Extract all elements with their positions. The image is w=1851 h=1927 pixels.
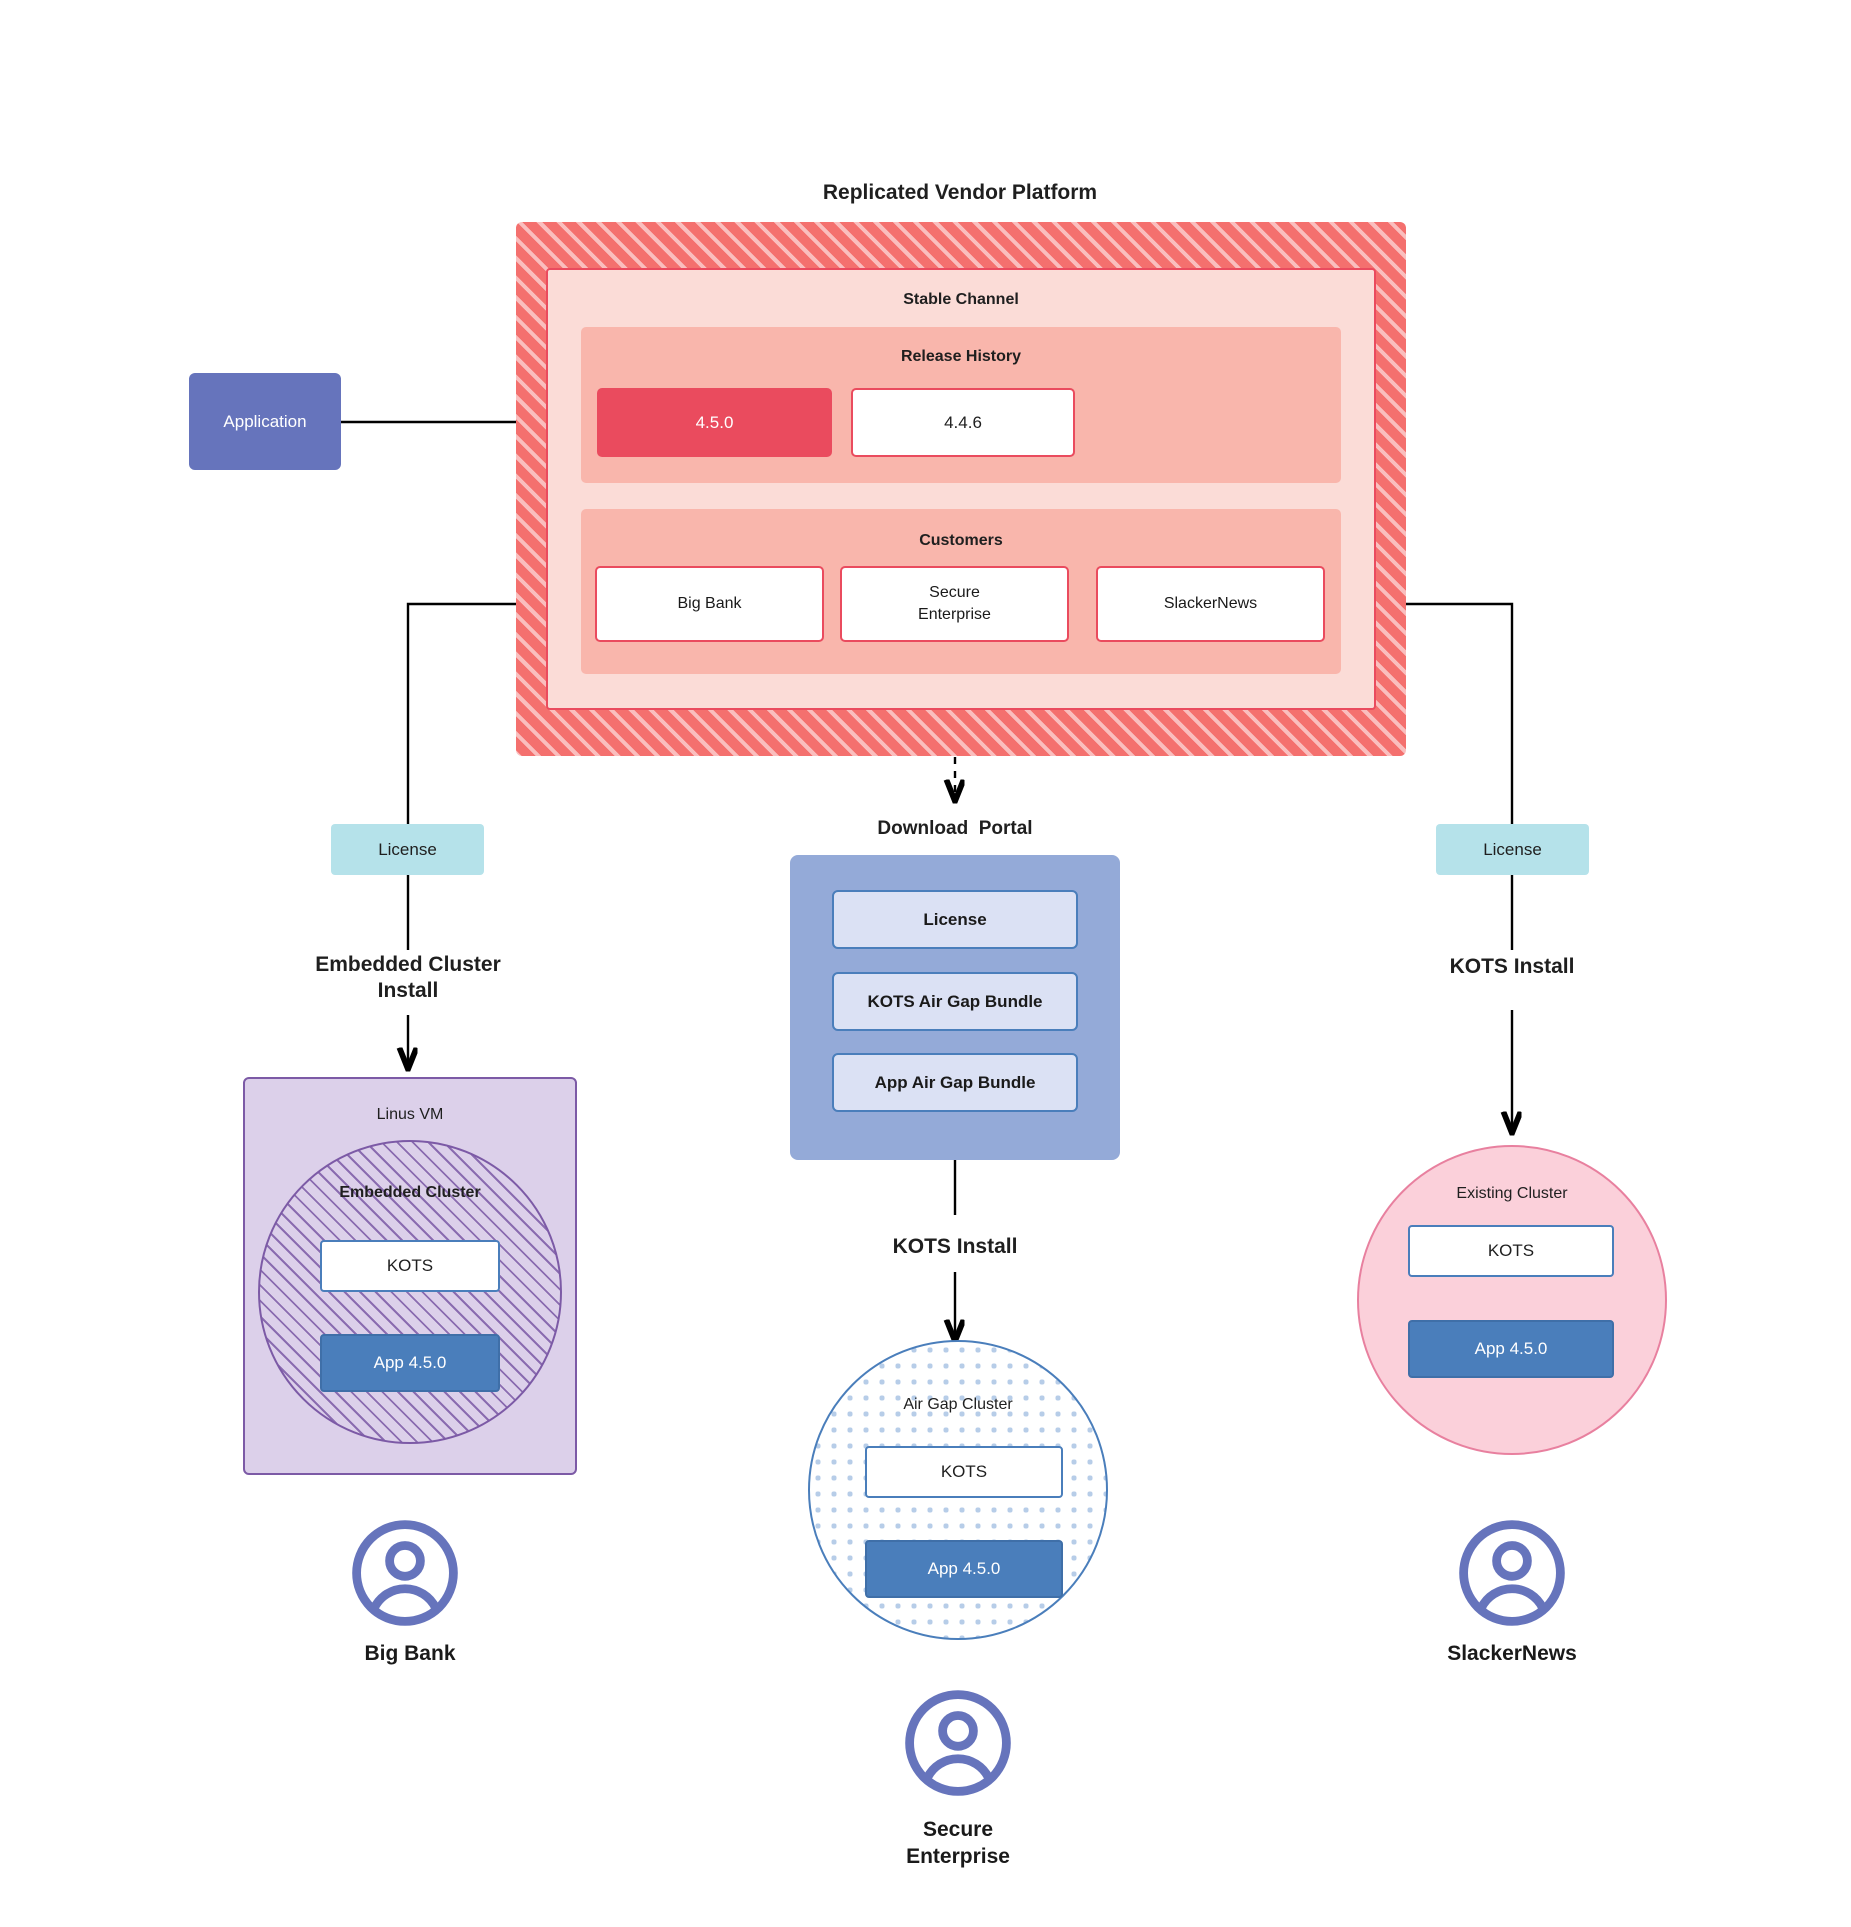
customer-name-slackernews: SlackerNews xyxy=(1447,1642,1577,1666)
existing-cluster-label: Existing Cluster xyxy=(1456,1185,1568,1202)
customer-secure-enterprise[interactable]: Secure Enterprise xyxy=(840,566,1069,642)
kots-box-right[interactable]: KOTS xyxy=(1408,1225,1614,1277)
customer-slackernews[interactable]: SlackerNews xyxy=(1096,566,1325,642)
license-node-left[interactable]: License xyxy=(331,824,484,875)
user-avatar-icon xyxy=(1459,1520,1565,1626)
platform-title: Replicated Vendor Platform xyxy=(822,181,1098,204)
avatar-slackernews xyxy=(1457,1518,1567,1628)
customers-label: Customers xyxy=(919,532,1003,549)
embedded-cluster-circle xyxy=(258,1140,562,1444)
customer-big-bank[interactable]: Big Bank xyxy=(595,566,824,642)
user-avatar-icon xyxy=(905,1690,1011,1796)
existing-cluster-circle xyxy=(1357,1145,1667,1455)
app-version-box-middle[interactable]: App 4.5.0 xyxy=(865,1540,1063,1598)
release-history-label: Release History xyxy=(900,348,1022,365)
app-version-box-right[interactable]: App 4.5.0 xyxy=(1408,1320,1614,1378)
download-portal-title: Download Portal xyxy=(877,818,1033,839)
release-4-5-0[interactable]: 4.5.0 xyxy=(597,388,832,457)
embedded-cluster-install-label: Embedded Cluster Install xyxy=(315,952,501,1002)
avatar-big-bank xyxy=(350,1518,460,1628)
license-node-right[interactable]: License xyxy=(1436,824,1589,875)
user-avatar-icon xyxy=(352,1520,458,1626)
customer-name-secure-enterprise: Secure Enterprise xyxy=(906,1817,1010,1868)
kots-box-left[interactable]: KOTS xyxy=(320,1240,500,1292)
air-gap-cluster-label: Air Gap Cluster xyxy=(903,1396,1013,1413)
stable-channel-label: Stable Channel xyxy=(903,291,1019,308)
linux-vm-label: Linus VM xyxy=(376,1106,444,1123)
application-node[interactable]: Application xyxy=(189,373,341,470)
portal-item-app-air-gap-bundle[interactable]: App Air Gap Bundle xyxy=(832,1053,1078,1112)
release-4-4-6[interactable]: 4.4.6 xyxy=(851,388,1075,457)
kots-install-label-middle: KOTS Install xyxy=(892,1234,1018,1258)
customer-name-big-bank: Big Bank xyxy=(364,1642,456,1666)
portal-item-license[interactable]: License xyxy=(832,890,1078,949)
portal-item-kots-air-gap-bundle[interactable]: KOTS Air Gap Bundle xyxy=(832,972,1078,1031)
app-version-box-left[interactable]: App 4.5.0 xyxy=(320,1334,500,1392)
kots-install-label-right: KOTS Install xyxy=(1449,954,1575,978)
avatar-secure-enterprise xyxy=(903,1688,1013,1798)
embedded-cluster-label: Embedded Cluster xyxy=(339,1184,481,1201)
kots-box-middle[interactable]: KOTS xyxy=(865,1446,1063,1498)
